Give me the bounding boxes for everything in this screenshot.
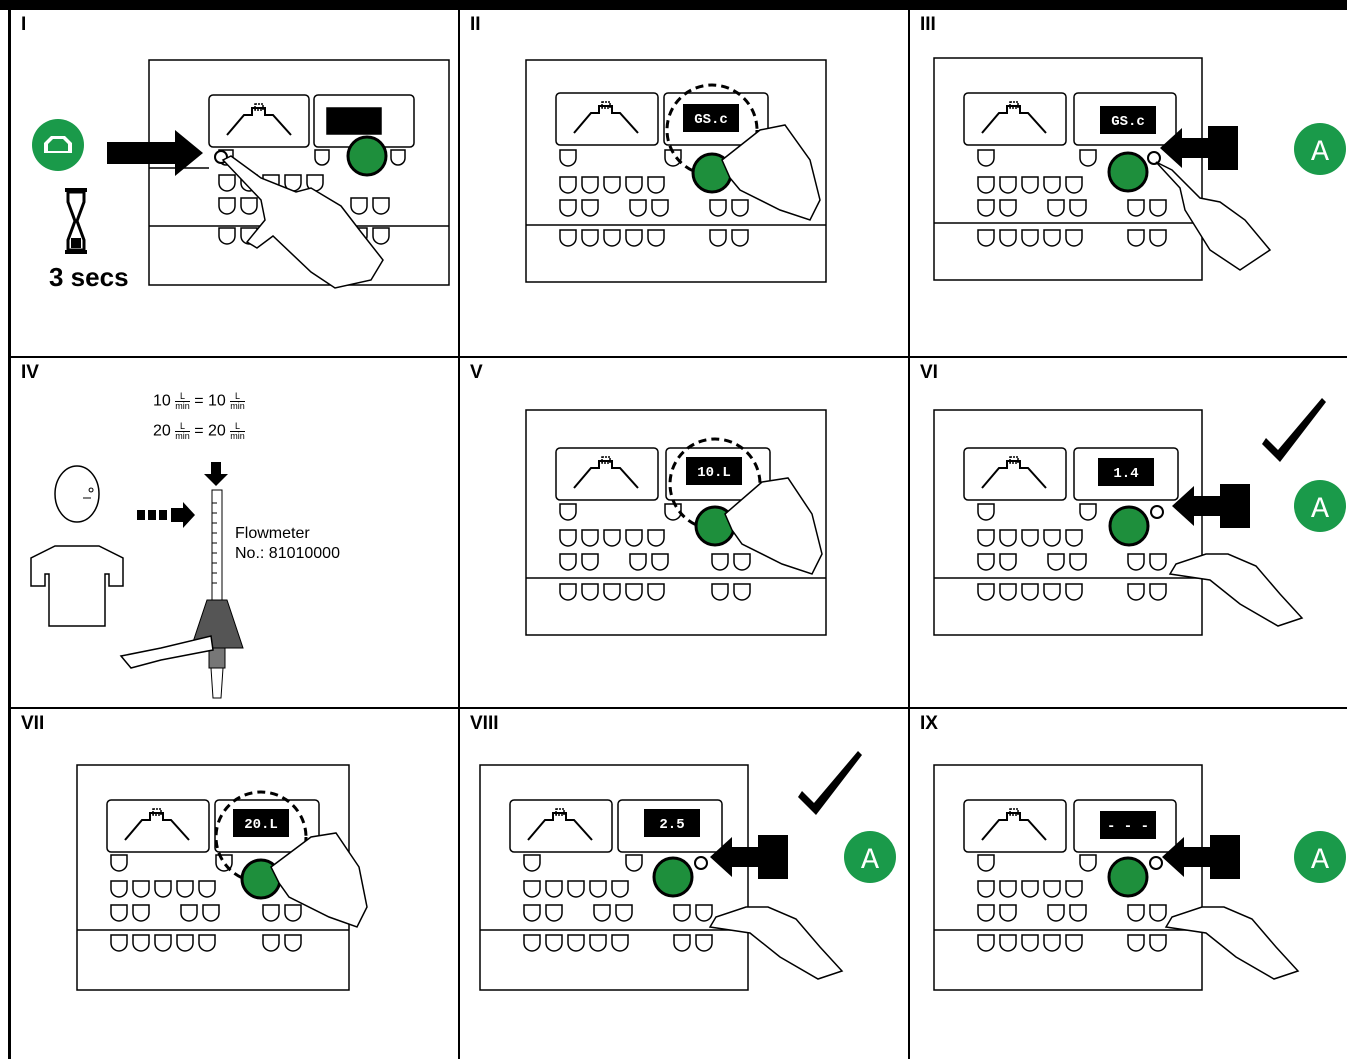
button-rows [218, 149, 406, 245]
step-panel-7: VII 20.L [11, 709, 460, 1059]
control-knob [1107, 151, 1149, 193]
step-panel-9: IX - - - A [910, 709, 1347, 1059]
display-screen [1100, 106, 1156, 134]
svg-text:A: A [1311, 844, 1329, 878]
step-1-illustration: - - - [32, 59, 450, 289]
svg-text:A: A [1311, 493, 1329, 527]
button-a [1149, 856, 1163, 870]
button-rows [977, 149, 1167, 247]
down-arrow-icon [204, 462, 228, 486]
left-arrow-icon [1160, 126, 1238, 170]
hand-icon [1164, 906, 1300, 980]
hand-icon [270, 832, 368, 928]
display-screen [686, 457, 742, 485]
gas-purge-icon [32, 119, 84, 171]
step-2-illustration: GS.c [525, 59, 827, 283]
hand-icon [724, 477, 823, 575]
button-rows [523, 854, 713, 952]
badge-a-icon [1294, 123, 1346, 175]
display-readout: 1.4 [1113, 466, 1138, 482]
badge-a-icon [844, 831, 896, 883]
left-arrow-icon [1162, 835, 1240, 879]
step-label: V [470, 362, 483, 383]
hand-icon [708, 906, 844, 980]
svg-text:A: A [1311, 136, 1329, 170]
step-5-illustration: 10.L [525, 409, 827, 636]
hand-icon [221, 155, 384, 289]
step-label: II [470, 14, 481, 35]
display-readout: 2.5 [659, 817, 684, 833]
step-label: VII [21, 713, 45, 734]
step-label: VI [920, 362, 938, 383]
top-bar [0, 0, 1347, 10]
display-screen [644, 809, 700, 837]
control-knob [1107, 856, 1149, 898]
badge-a-icon [1294, 831, 1346, 883]
step-panel-2: II GS.c [460, 10, 910, 358]
control-knob [346, 135, 388, 177]
button-a [694, 856, 708, 870]
button-rows [977, 854, 1167, 952]
flowmeter-tube [190, 489, 244, 699]
checkmark-icon [1262, 398, 1326, 462]
button-a [1150, 505, 1164, 519]
flowmeter-label: Flowmeter No.: 81010000 [235, 525, 340, 562]
badge-a-icon [1294, 480, 1346, 532]
button-rows [559, 503, 751, 601]
hand-icon [721, 124, 821, 221]
hand-icon [1168, 553, 1304, 627]
display-screen [233, 809, 289, 837]
control-knob [652, 856, 694, 898]
step-label: I [21, 14, 27, 35]
checkmark-icon [798, 751, 862, 815]
button-rows [977, 503, 1167, 601]
dashed-arrow-icon [137, 502, 195, 528]
step-panel-6: VI 1.4 A [910, 358, 1347, 709]
display-screen [683, 104, 739, 132]
step-label: IV [21, 362, 39, 383]
hold-time-label: 3 secs [49, 262, 129, 292]
step-label: IX [920, 713, 938, 734]
left-arrow-icon [1172, 484, 1250, 528]
button-a [1147, 151, 1161, 165]
display-readout: GS.c [694, 112, 728, 128]
display-readout: 20.L [244, 817, 278, 833]
step-7-illustration: 20.L [76, 764, 368, 991]
hourglass-icon [65, 188, 87, 254]
welding-torch-icon [119, 635, 214, 669]
button-rows [110, 854, 302, 952]
control-panel-drawing [148, 59, 450, 286]
step-label: III [920, 14, 936, 35]
flowmeter-illustration [30, 462, 244, 699]
step-6-illustration: 1.4 A [933, 398, 1346, 636]
button-rows [559, 149, 757, 247]
person-icon [30, 465, 124, 627]
display-screen [1098, 458, 1154, 486]
step-label: VIII [470, 713, 499, 734]
left-arrow-icon [710, 835, 788, 879]
step-9-illustration: - - - A [933, 764, 1346, 991]
step-panel-5: V 10.L [460, 358, 910, 709]
display-readout: GS.c [1111, 114, 1145, 130]
display-readout: - - - [308, 67, 350, 83]
svg-text:A: A [861, 844, 879, 878]
right-arrow-icon [107, 130, 203, 176]
step-panel-3: III GS.c A [910, 10, 1347, 358]
display-readout: 10.L [697, 465, 731, 481]
display-readout: - - - [1107, 819, 1149, 835]
instruction-grid: I - [8, 10, 1347, 1059]
step-panel-8: VIII 2.5 A [460, 709, 910, 1059]
control-knob [1108, 505, 1150, 547]
step-8-illustration: 2.5 A [479, 751, 896, 991]
step-panel-1: I - [11, 10, 460, 358]
display-screen [1100, 811, 1156, 839]
step-3-illustration: GS.c A [933, 57, 1346, 281]
hand-icon [1155, 161, 1272, 271]
